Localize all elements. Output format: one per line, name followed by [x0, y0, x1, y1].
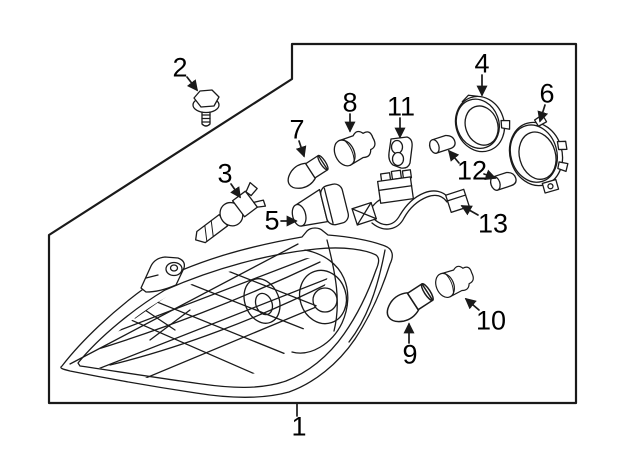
protector-cap-a	[428, 134, 456, 154]
parking-bulb	[386, 283, 434, 323]
callout-10-arrow	[464, 297, 480, 311]
halogen-bulb	[195, 181, 267, 244]
headlamp-assembly	[60, 227, 393, 399]
socket-dust-cover	[291, 183, 350, 227]
callout-9-label: 9	[402, 339, 418, 370]
callout-6-label: 6	[539, 78, 555, 109]
parking-bulb-socket	[435, 265, 474, 298]
signal-bulb	[287, 154, 329, 189]
mounting-bracket	[140, 256, 186, 293]
callout-12-arrow	[447, 149, 460, 164]
callout-6-arrow	[537, 104, 549, 123]
projector-elements	[243, 239, 386, 354]
callout-4-label: 4	[474, 48, 490, 79]
retaining-ring	[508, 114, 569, 194]
bulb-socket	[333, 130, 376, 167]
harness-connector-main	[376, 169, 415, 204]
callout-7-label: 7	[289, 114, 305, 145]
callout-2-label: 2	[172, 52, 188, 83]
callout-3-arrow	[230, 183, 241, 199]
harness-connector-left	[351, 201, 377, 226]
wiring-harness	[351, 169, 470, 230]
callout-11-label: 11	[386, 91, 416, 122]
socket-cap	[388, 136, 413, 169]
callout-12-label: 12	[456, 155, 488, 186]
callout-8-label: 8	[342, 87, 358, 118]
protector-cap-b	[489, 171, 517, 191]
parts-box-border	[47, 42, 578, 405]
callout-arrows	[186, 74, 549, 417]
callout-7-arrow	[295, 140, 307, 158]
callout-2-arrow	[186, 76, 199, 92]
callout-10-label: 10	[475, 305, 507, 336]
bolt	[192, 89, 220, 127]
callout-12-arrow	[483, 169, 497, 180]
retainer-cap	[454, 94, 511, 153]
callout-13-arrow	[460, 205, 479, 216]
callout-13-label: 13	[477, 208, 509, 239]
callout-3-label: 3	[217, 158, 233, 189]
callout-1-label: 1	[291, 411, 307, 442]
callout-5-label: 5	[264, 205, 280, 236]
